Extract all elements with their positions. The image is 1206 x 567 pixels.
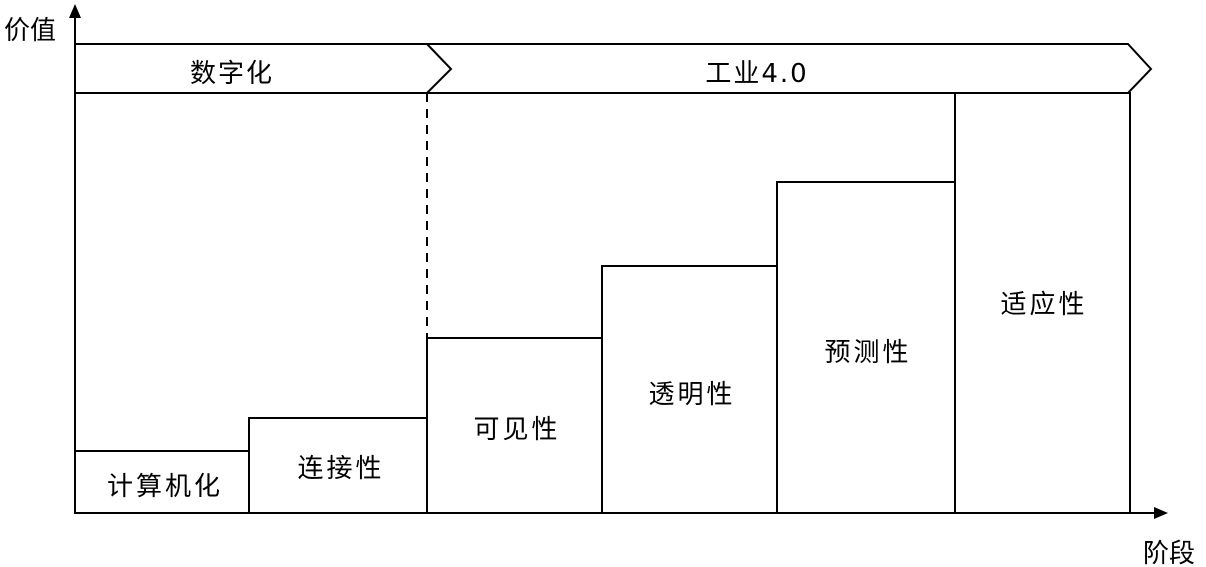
stage-label: 计算机化	[107, 472, 223, 502]
x-axis-label: 阶段	[1143, 539, 1195, 567]
y-axis-label: 价值	[4, 16, 56, 46]
stage-label: 预测性	[824, 338, 911, 368]
banner-band: 数字化 工业4.0	[75, 43, 1153, 94]
stage-label: 连接性	[297, 454, 384, 484]
stage-label: 可见性	[473, 415, 560, 445]
banner-label-digitalization: 数字化	[190, 59, 274, 89]
stage-step-computerization: 计算机化	[74, 450, 250, 514]
stage-step-adaptability: 适应性	[954, 92, 1131, 514]
stage-step-connectivity: 连接性	[248, 417, 428, 514]
stage-box	[954, 92, 1131, 514]
banner-label-industry-4: 工业4.0	[705, 59, 808, 89]
stage-label: 适应性	[1000, 290, 1087, 320]
stage-step-predictive-capacity: 预测性	[776, 181, 956, 514]
stage-steps: 计算机化 连接性 可见性 透明性 预测性 适应性	[74, 92, 1131, 514]
stage-label: 透明性	[648, 380, 735, 410]
stage-step-visibility: 可见性	[426, 337, 603, 514]
banner-divider-chevron	[426, 43, 453, 94]
stage-step-transparency: 透明性	[601, 265, 778, 514]
banner-outline	[75, 43, 1153, 94]
